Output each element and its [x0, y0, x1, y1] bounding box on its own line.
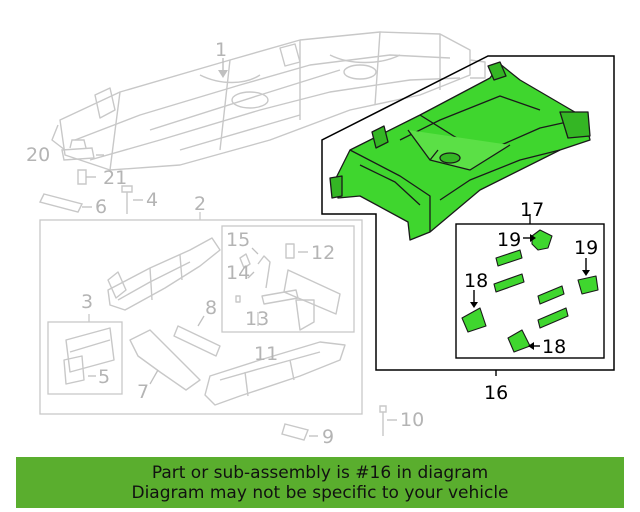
callout-5: 5: [98, 366, 110, 388]
callout-11: 11: [254, 343, 278, 365]
group-box-13: [221, 225, 355, 333]
kit-strip-4: [537, 307, 569, 329]
callout-19-left: 19: [497, 229, 521, 251]
group-box-2: [39, 219, 363, 415]
callout-6: 6: [95, 196, 107, 218]
part-frame-section-front: [107, 237, 221, 311]
part-13-rail: [283, 269, 341, 315]
callout-18-upper: 18: [464, 270, 488, 292]
kit-strip-2: [493, 273, 525, 293]
callout-3: 3: [81, 291, 93, 313]
exploded-parts-diagram: 1 2 3 4 5 6 7 8 9 10 11 12 13 14 15 16 1…: [26, 31, 615, 448]
callout-16: 16: [484, 382, 508, 404]
callout-12: 12: [311, 242, 335, 264]
callout-17: 17: [520, 199, 544, 221]
part-4-bolt: [121, 185, 133, 214]
kit-strip-3: [537, 285, 565, 305]
arrow-1: [218, 70, 228, 78]
banner-line-disclaimer: Diagram may not be specific to your vehi…: [131, 482, 509, 503]
callout-10: 10: [400, 409, 424, 431]
part-10-bolt: [379, 405, 387, 436]
callout-4: 4: [146, 189, 158, 211]
part-18-mount-a: [461, 307, 487, 333]
callout-21: 21: [103, 167, 127, 189]
callout-15: 15: [226, 229, 250, 251]
part-6-pad: [38, 193, 84, 213]
group-box-3: [47, 321, 123, 395]
part-5-plate: [63, 355, 85, 385]
callout-18-lower: 18: [542, 336, 566, 358]
callout-14: 14: [226, 262, 250, 284]
callout-19-right: 19: [574, 237, 598, 259]
part-14-stud: [257, 255, 271, 289]
callout-20: 20: [26, 144, 50, 166]
part-8-strip: [173, 325, 221, 357]
part-14-15-fasteners: [235, 253, 251, 303]
callout-9: 9: [322, 426, 334, 448]
part-21-nut: [77, 169, 87, 185]
part-19-bracket-b: [577, 275, 599, 295]
callout-7: 7: [137, 381, 149, 403]
info-banner: Part or sub-assembly is #16 in diagram D…: [16, 457, 624, 508]
banner-line-subassembly: Part or sub-assembly is #16 in diagram: [151, 462, 489, 483]
part-9-pad: [281, 423, 309, 441]
subassembly-16-outline: [321, 55, 615, 371]
rear-frame-section-17: [329, 61, 591, 241]
frame-assembly-ghost: [51, 31, 486, 171]
kit-strip-1: [495, 249, 523, 267]
part-20-bracket: [61, 147, 95, 161]
part-19-bracket-a: [531, 229, 553, 251]
part-7-bracket: [129, 329, 201, 391]
callout-8: 8: [205, 297, 217, 319]
callout-13: 13: [245, 308, 269, 330]
part-11-crossmember: [204, 341, 346, 406]
callout-1: 1: [215, 39, 227, 61]
callout-2: 2: [194, 193, 206, 215]
part-18-mount-b: [507, 329, 531, 353]
